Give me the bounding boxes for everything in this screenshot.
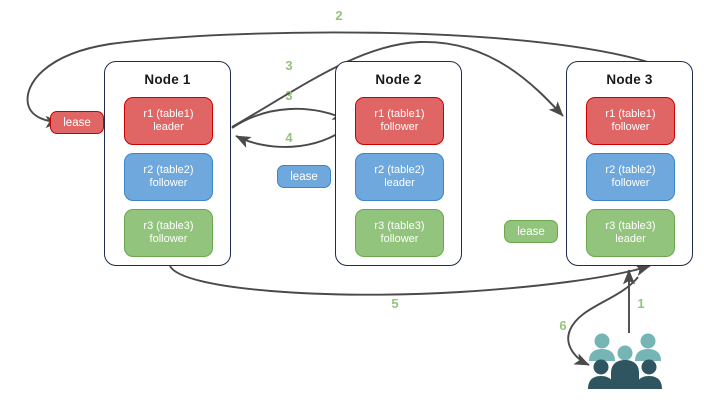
lease-chip-r3: lease — [504, 220, 558, 243]
replica-line1: r2 (table2) — [143, 163, 194, 176]
replica-line2: follower — [380, 233, 419, 245]
node-container-node3: Node 3 r1 (table1) follower r2 (table2) … — [566, 61, 693, 266]
replica-n2-r1: r1 (table1) follower — [355, 97, 444, 145]
node-container-node1: Node 1 r1 (table1) leader r2 (table2) fo… — [104, 61, 231, 266]
replica-n1-r3: r3 (table3) follower — [124, 209, 213, 257]
replica-line1: r1 (table1) — [605, 107, 656, 120]
node-container-node2: Node 2 r1 (table1) follower r2 (table2) … — [335, 61, 462, 266]
replica-n1-r2: r2 (table2) follower — [124, 153, 213, 201]
step-label-2: 2 — [335, 8, 343, 23]
replica-line2: follower — [611, 121, 650, 133]
replica-line2: leader — [153, 121, 184, 133]
replica-line2: follower — [149, 177, 188, 189]
replica-line1: r3 (table3) — [605, 219, 656, 232]
replica-line1: r2 (table2) — [605, 163, 656, 176]
replica-line1: r2 (table2) — [374, 163, 425, 176]
node-title: Node 2 — [375, 72, 422, 87]
replica-line2: follower — [380, 121, 419, 133]
lease-chip-r2: lease — [277, 165, 331, 188]
replica-n1-r1: r1 (table1) leader — [124, 97, 213, 145]
step-label-3-lower: 3 — [285, 88, 293, 103]
node-title: Node 1 — [144, 72, 191, 87]
step-label-4: 4 — [285, 130, 293, 145]
replica-line1: r3 (table3) — [143, 219, 194, 232]
replica-n2-r3: r3 (table3) follower — [355, 209, 444, 257]
replica-line2: follower — [149, 233, 188, 245]
step-label-6: 6 — [559, 318, 567, 333]
replica-n2-r2: r2 (table2) leader — [355, 153, 444, 201]
replica-n3-r2: r2 (table2) follower — [586, 153, 675, 201]
lease-chip-r1: lease — [50, 111, 104, 134]
replica-n3-r1: r1 (table1) follower — [586, 97, 675, 145]
node-title: Node 3 — [606, 72, 653, 87]
step-label-5: 5 — [391, 296, 399, 311]
replica-line1: r1 (table1) — [374, 107, 425, 120]
lease-label: lease — [290, 170, 318, 183]
step-label-1: 1 — [637, 296, 645, 311]
replica-n3-r3: r3 (table3) leader — [586, 209, 675, 257]
replica-line2: leader — [384, 177, 415, 189]
edge-step-5 — [169, 264, 651, 296]
replica-line2: follower — [611, 177, 650, 189]
replica-line2: leader — [615, 233, 646, 245]
lease-label: lease — [517, 225, 545, 238]
step-label-3-upper: 3 — [285, 58, 293, 73]
edge-step-3-lower — [231, 107, 348, 129]
replica-line1: r1 (table1) — [143, 107, 194, 120]
lease-label: lease — [63, 116, 91, 129]
replica-line1: r3 (table3) — [374, 219, 425, 232]
users-icon — [588, 333, 662, 389]
